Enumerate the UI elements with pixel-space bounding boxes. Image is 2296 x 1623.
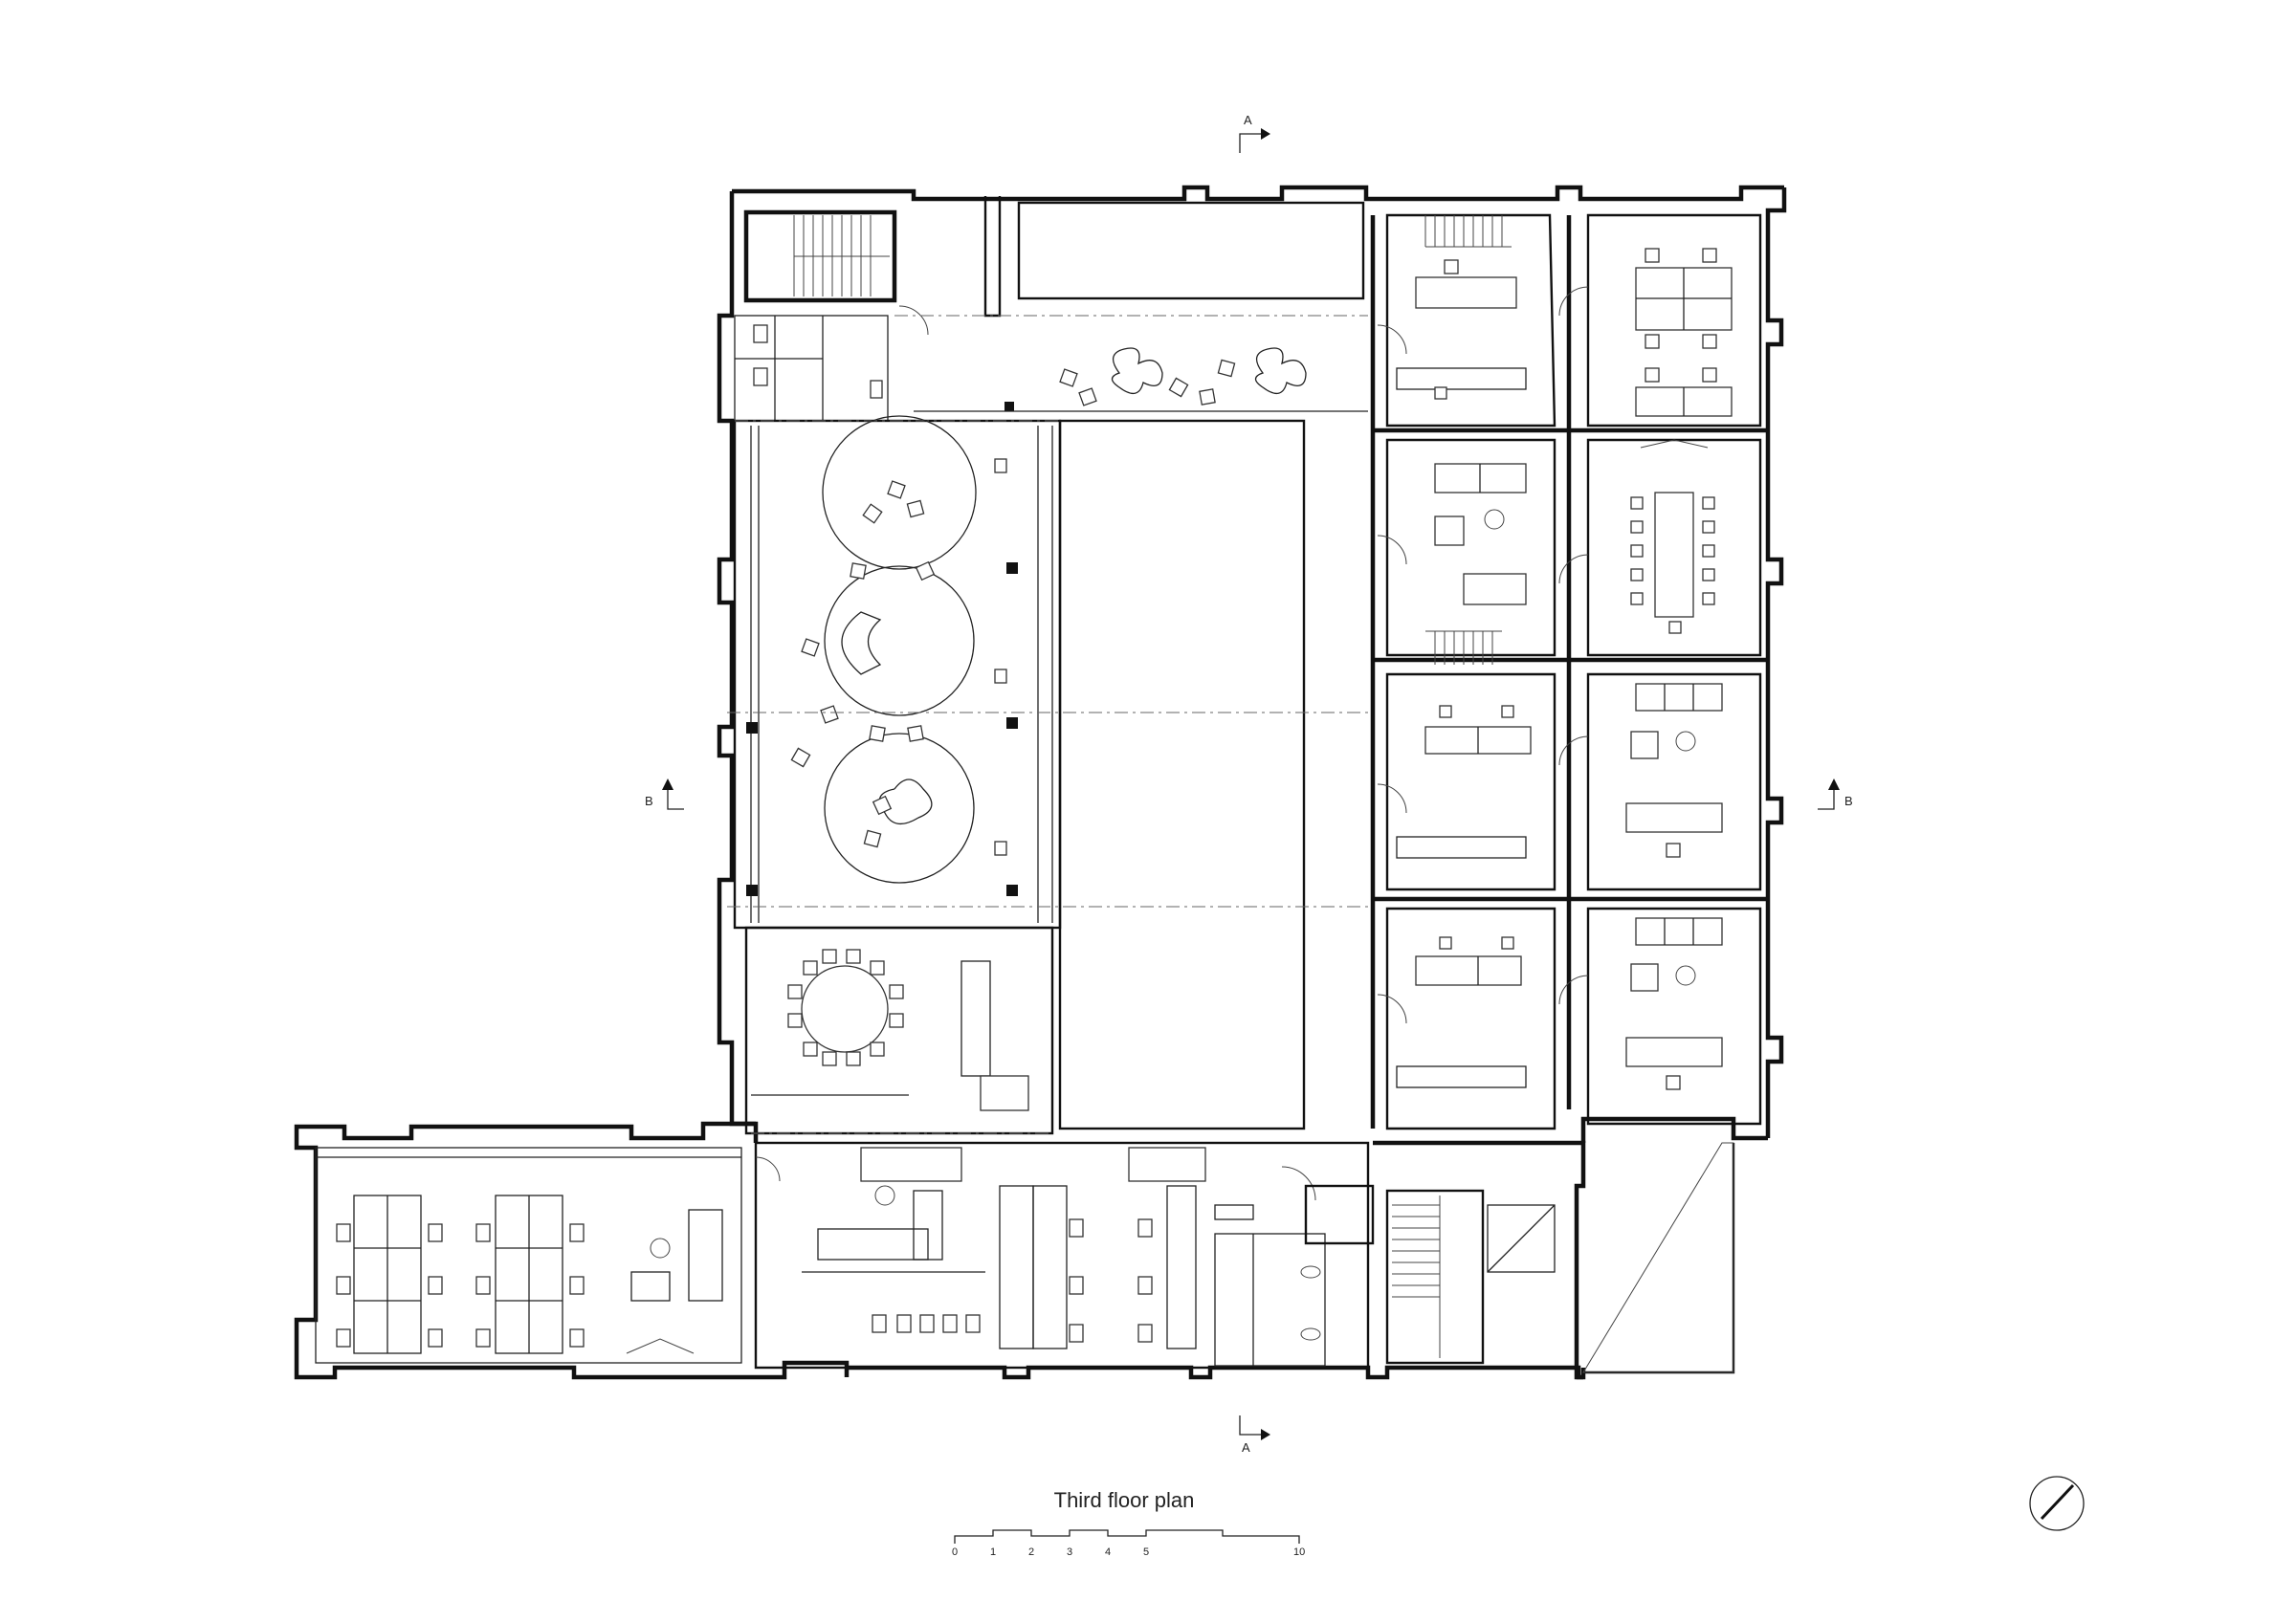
scale-label-1: 1: [990, 1546, 996, 1558]
open-office-south: [754, 1141, 1375, 1370]
scale-label-5: 5: [1143, 1546, 1149, 1558]
scale-label-10: 10: [1293, 1546, 1305, 1558]
section-b-right-label: B: [1844, 794, 1853, 808]
scale-label-0: 0: [952, 1546, 958, 1558]
exterior-walls: [294, 185, 1787, 1380]
scale-label-3: 3: [1067, 1546, 1072, 1558]
section-marker-a-top: A: [1239, 113, 1270, 153]
wc-block-north-west: [734, 305, 929, 422]
section-marker-b-left: B: [645, 779, 684, 810]
section-a-top-label: A: [1244, 113, 1252, 127]
section-marker-b-right: B: [1818, 779, 1853, 810]
workshop-zone: [733, 402, 1062, 930]
stair-core-north-west: [743, 196, 1365, 318]
section-b-left-label: B: [645, 794, 653, 808]
scale-bar: 0 1 2 3 4 5 10: [952, 1529, 1305, 1558]
north-lounge: [894, 315, 1368, 412]
annex-office: [315, 1147, 742, 1364]
meeting-room: [744, 926, 1054, 1135]
east-office-wing: [1370, 213, 1768, 1130]
section-a-bottom-label: A: [1242, 1440, 1250, 1455]
plan-title: Third floor plan: [1054, 1488, 1195, 1512]
north-arrow-icon: [2029, 1476, 2085, 1531]
stair-south-east: [1385, 1142, 1734, 1373]
scale-label-4: 4: [1105, 1546, 1111, 1558]
scale-label-2: 2: [1028, 1546, 1034, 1558]
section-marker-a-bottom: A: [1239, 1415, 1270, 1455]
